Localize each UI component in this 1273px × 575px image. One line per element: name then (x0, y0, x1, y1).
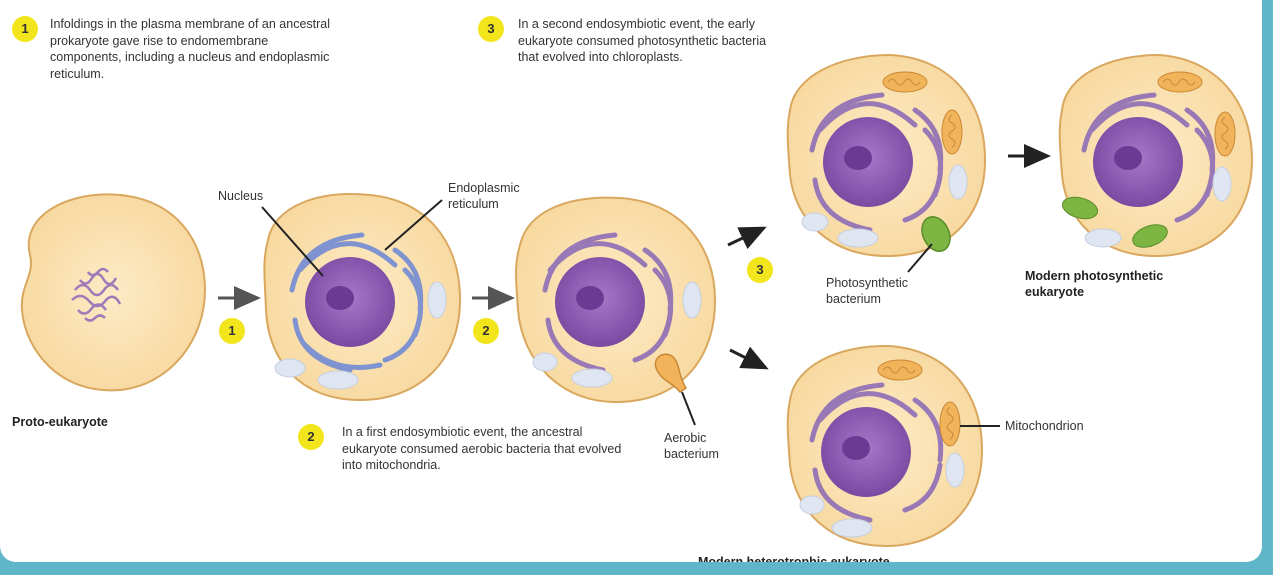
mitochondrion (878, 360, 922, 380)
aerobic-label-line2: bacterium (664, 446, 719, 462)
mitochondrion (942, 110, 962, 154)
modern-photosynthetic-name-line2: eukaryote (1025, 284, 1084, 300)
mitochondrion (1158, 72, 1202, 92)
arrow-to-photosynthetic (728, 228, 764, 245)
mitochondrion (1215, 112, 1235, 156)
early-eukaryote-cell (264, 194, 460, 400)
vesicle (572, 369, 612, 387)
vesicle (832, 519, 872, 537)
vesicle (275, 359, 305, 377)
vesicle (946, 453, 964, 487)
modern-heterotrophic-eukaryote (788, 346, 982, 546)
vesicle (1085, 229, 1121, 247)
er-label-line2: reticulum (448, 196, 499, 212)
vesicle (949, 165, 967, 199)
proto-eukaryote-cell (22, 194, 205, 390)
step2-caption: In a first endosymbiotic event, the ance… (342, 424, 627, 474)
modern-heterotrophic-name: Modern heterotrophic eukaryote (698, 554, 890, 562)
mitochondrion (940, 402, 960, 446)
vesicle (1213, 167, 1231, 201)
step1-caption: Infoldings in the plasma membrane of an … (50, 16, 335, 82)
aerobic-pointer (682, 392, 695, 425)
ancestral-eukaryote-cell (516, 198, 715, 402)
vesicle (802, 213, 828, 231)
er-label-line1: Endoplasmic (448, 180, 520, 196)
mitochondrion-label: Mitochondrion (1005, 418, 1084, 434)
arrow-to-heterotrophic (730, 350, 766, 368)
nucleolus (326, 286, 354, 310)
step3-caption: In a second endosymbiotic event, the ear… (518, 16, 783, 66)
photosynthetic-label-line2: bacterium (826, 291, 881, 307)
vesicle (800, 496, 824, 514)
vesicle (838, 229, 878, 247)
diagram-frame: 1 Infoldings in the plasma membrane of a… (0, 0, 1262, 562)
aerobic-label-line1: Aerobic (664, 430, 706, 446)
modern-photosynthetic-name-line1: Modern photosynthetic (1025, 268, 1163, 284)
vesicle (533, 353, 557, 371)
mitochondrion (883, 72, 927, 92)
nucleus-label: Nucleus (218, 188, 263, 204)
process-badge-3: 3 (747, 257, 773, 283)
vesicle (318, 371, 358, 389)
vesicle (683, 282, 701, 318)
step2-badge: 2 (298, 424, 324, 450)
vesicle (428, 282, 446, 318)
photosynthetic-label-line1: Photosynthetic (826, 275, 908, 291)
proto-eukaryote-name: Proto-eukaryote (12, 414, 108, 430)
step1-badge: 1 (12, 16, 38, 42)
step3-badge: 3 (478, 16, 504, 42)
process-badge-1: 1 (219, 318, 245, 344)
process-badge-2: 2 (473, 318, 499, 344)
modern-photosynthetic-eukaryote (1060, 55, 1252, 256)
early-eukaryote-with-mitochondria (788, 55, 985, 256)
